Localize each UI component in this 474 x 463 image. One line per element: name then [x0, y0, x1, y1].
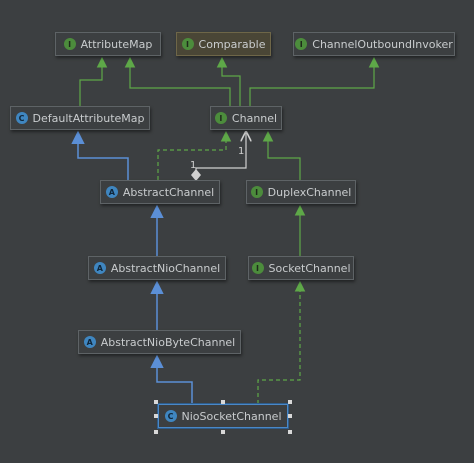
node-comparable[interactable]: I Comparable: [176, 32, 271, 56]
interface-icon: I: [295, 38, 308, 50]
node-label: DuplexChannel: [267, 185, 352, 199]
abstract-class-icon: A: [105, 186, 118, 198]
node-attributemap[interactable]: I AttributeMap: [55, 32, 161, 56]
selection-handle-bottom-center[interactable]: [221, 430, 225, 434]
class-icon: C: [15, 112, 28, 124]
selection-handle-top-left[interactable]: [154, 400, 158, 404]
node-defaultattributemap[interactable]: C DefaultAttributeMap: [10, 106, 150, 130]
interface-icon: I: [63, 38, 76, 50]
selection-handle-top-center[interactable]: [221, 400, 225, 404]
edge-abstractchannel-channel: [157, 130, 232, 180]
node-duplexchannel[interactable]: I DuplexChannel: [246, 180, 356, 204]
node-label: ChannelOutboundInvoker: [312, 37, 453, 51]
node-channel[interactable]: I Channel: [210, 106, 282, 130]
selection-handle-bottom-right[interactable]: [288, 430, 292, 434]
edge-abstractchannel-channel-parent: [196, 132, 246, 180]
edge-channel-outboundinvoker: [249, 56, 380, 106]
node-label: SocketChannel: [268, 261, 351, 275]
interface-icon: I: [214, 112, 227, 124]
edge-channel-attributemap: [124, 56, 231, 106]
node-channeloutboundinvoker[interactable]: I ChannelOutboundInvoker: [293, 32, 455, 56]
edge-defaultattributemap-attributemap: [79, 56, 108, 106]
selection-handle-top-right[interactable]: [288, 400, 292, 404]
interface-icon: I: [181, 38, 194, 50]
selection-handle-middle-right[interactable]: [288, 414, 292, 418]
abstract-class-icon: A: [83, 336, 96, 348]
node-socketchannel[interactable]: I SocketChannel: [248, 256, 354, 280]
multiplicity-left: 1: [190, 160, 197, 171]
interface-icon: I: [250, 186, 263, 198]
node-label: NioSocketChannel: [181, 409, 282, 423]
node-label: AbstractNioChannel: [110, 261, 221, 275]
node-label: AbstractChannel: [122, 185, 215, 199]
node-niosocketchannel[interactable]: C NioSocketChannel: [158, 404, 288, 428]
edge-abstractchannel-defaultattributemap: [71, 130, 129, 180]
edge-niosocketchannel-socketchannel: [257, 280, 306, 404]
multiplicity-right: 1: [238, 146, 245, 157]
node-abstractniobytechannel[interactable]: A AbstractNioByteChannel: [78, 330, 241, 354]
node-label: DefaultAttributeMap: [32, 111, 145, 125]
node-abstractchannel[interactable]: A AbstractChannel: [100, 180, 220, 204]
node-label: AbstractNioByteChannel: [100, 335, 236, 349]
node-abstractniochannel[interactable]: A AbstractNioChannel: [88, 256, 226, 280]
node-label: Channel: [231, 111, 278, 125]
edge-niosocketchannel-abstractniobytechannel: [150, 354, 193, 404]
class-icon: C: [164, 410, 177, 422]
selection-handle-bottom-left[interactable]: [154, 430, 158, 434]
selection-handle-middle-left[interactable]: [154, 414, 158, 418]
edge-duplexchannel-channel: [262, 130, 301, 180]
abstract-class-icon: A: [93, 262, 106, 274]
node-label: AttributeMap: [80, 37, 153, 51]
edge-channel-comparable: [216, 56, 241, 106]
interface-icon: I: [251, 262, 264, 274]
node-label: Comparable: [198, 37, 266, 51]
